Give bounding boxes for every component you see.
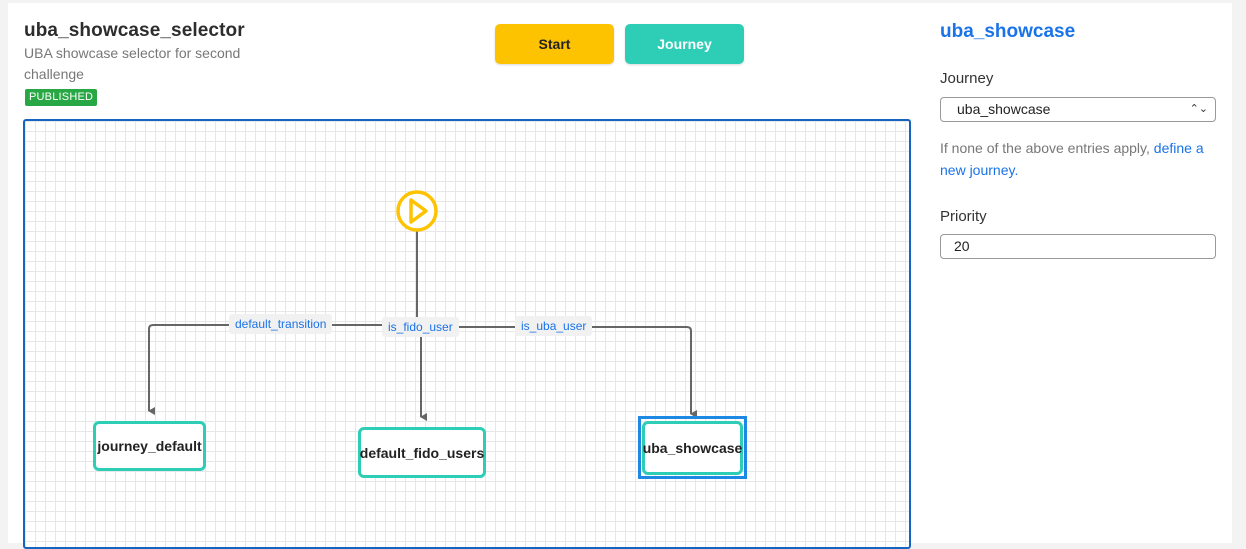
priority-input-value: 20 [954, 238, 970, 254]
start-node-icon[interactable] [395, 189, 439, 233]
is-uba-user-edge [421, 326, 697, 418]
default-transition-edge [148, 324, 417, 415]
chevron-down-icon: ⌃⌄ [1189, 103, 1208, 115]
help-text: If none of the above entries apply, [940, 140, 1154, 156]
node-journey-default[interactable]: journey_default [93, 421, 206, 471]
start-button[interactable]: Start [495, 24, 614, 64]
journey-help-text: If none of the above entries apply, defi… [940, 137, 1220, 181]
node-label: default_fido_users [359, 444, 485, 461]
status-badge: PUBLISHED [25, 89, 98, 106]
priority-field-label: Priority [940, 208, 987, 225]
app-window: uba_showcase_selector UBA showcase selec… [8, 3, 1232, 549]
node-label: journey_default [97, 438, 202, 454]
journey-select-value: uba_showcase [957, 101, 1051, 117]
node-uba-showcase[interactable]: uba_showcase [642, 421, 743, 475]
is-fido-user-edge [416, 324, 427, 421]
node-label: uba_showcase [642, 440, 743, 456]
flow-canvas[interactable]: default_transition is_fido_user is_uba_u… [23, 119, 911, 549]
page-title: uba_showcase_selector [24, 20, 245, 41]
priority-input[interactable]: 20 [940, 234, 1216, 259]
journey-field-label: Journey [940, 70, 994, 87]
edge-label-is-fido-user[interactable]: is_fido_user [382, 317, 459, 337]
node-default-fido-users[interactable]: default_fido_users [358, 427, 486, 478]
journey-button[interactable]: Journey [625, 24, 744, 64]
selection-outline [638, 416, 747, 479]
journey-select[interactable]: uba_showcase ⌃⌄ [940, 97, 1216, 122]
flow-edges [148, 231, 697, 421]
edge-label-default-transition[interactable]: default_transition [229, 314, 333, 334]
page-subtitle: UBA showcase selector for second challen… [24, 45, 241, 82]
define-journey-link[interactable]: define a new journey. [940, 140, 1204, 178]
panel-title: uba_showcase [940, 21, 1076, 42]
edge-label-is-uba-user[interactable]: is_uba_user [515, 316, 593, 336]
